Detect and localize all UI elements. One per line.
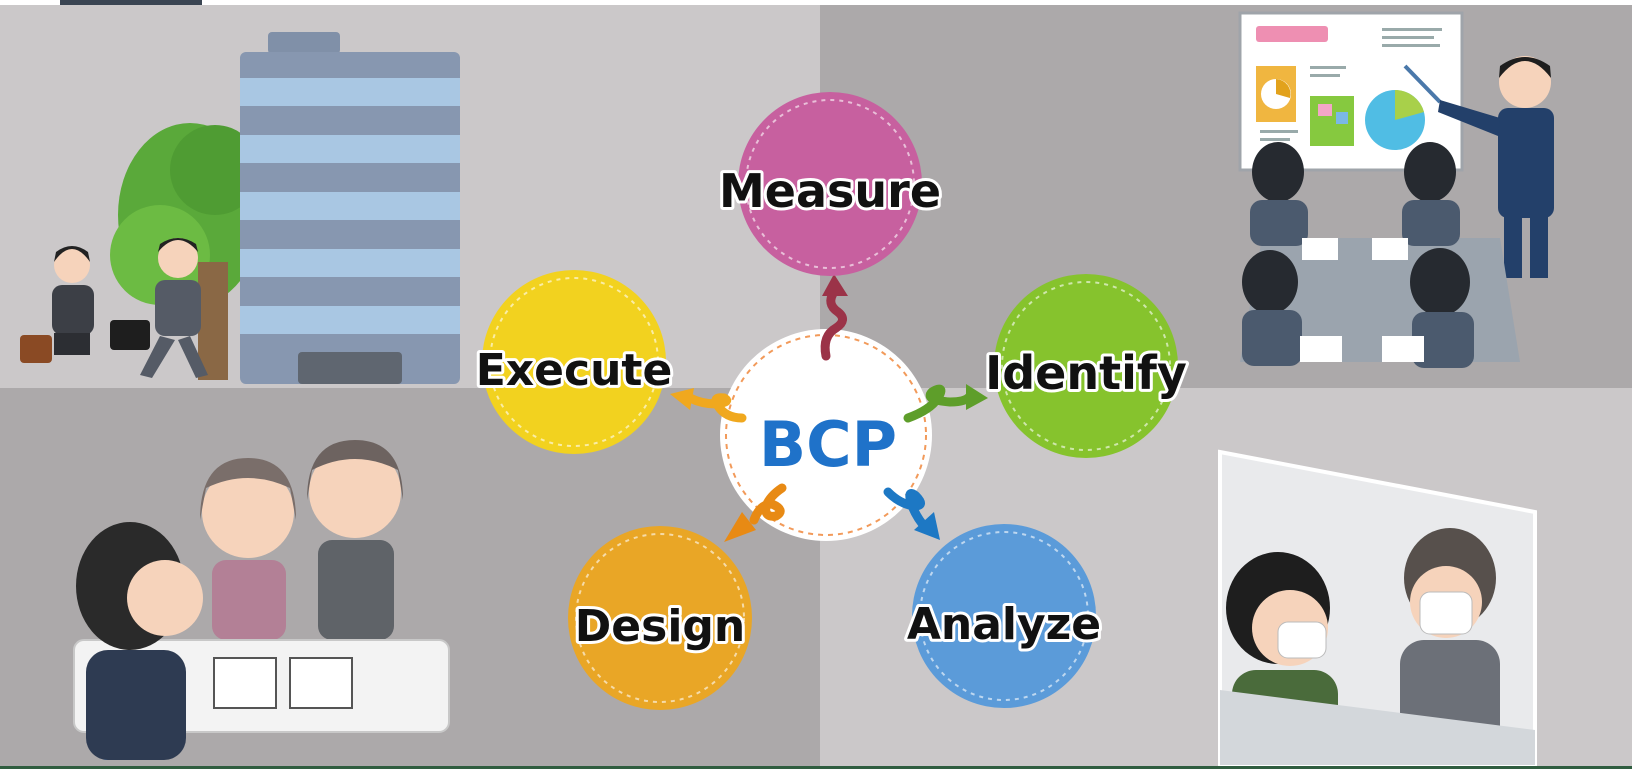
bottom-edge-line xyxy=(0,766,1632,769)
step-analyze: Analyze xyxy=(904,524,1104,708)
step-measure: Measure xyxy=(716,92,944,276)
office-building-commute-icon xyxy=(20,32,460,384)
step-design-label: Design xyxy=(575,601,745,652)
arrow-to-execute xyxy=(670,388,747,423)
top-edge-bar xyxy=(60,0,202,5)
step-execute-label: Execute xyxy=(476,345,673,396)
arrow-to-design xyxy=(724,483,787,542)
customer-consultation-icon xyxy=(73,440,450,760)
arrow-to-analyze xyxy=(883,487,940,540)
step-analyze-label: Analyze xyxy=(907,599,1101,650)
step-identify-label: Identify xyxy=(985,346,1187,400)
masked-reception-counter-icon xyxy=(1218,449,1537,767)
presentation-meeting-icon xyxy=(1238,11,1554,368)
arrow-to-identify xyxy=(903,384,988,423)
bcp-center-circle: BCP xyxy=(720,329,932,541)
step-execute: Execute xyxy=(473,270,675,454)
step-design: Design xyxy=(568,526,752,710)
bcp-label: BCP xyxy=(759,408,897,481)
step-measure-label: Measure xyxy=(719,164,941,218)
arrow-to-measure xyxy=(820,274,848,361)
step-identify: Identify xyxy=(982,274,1190,458)
